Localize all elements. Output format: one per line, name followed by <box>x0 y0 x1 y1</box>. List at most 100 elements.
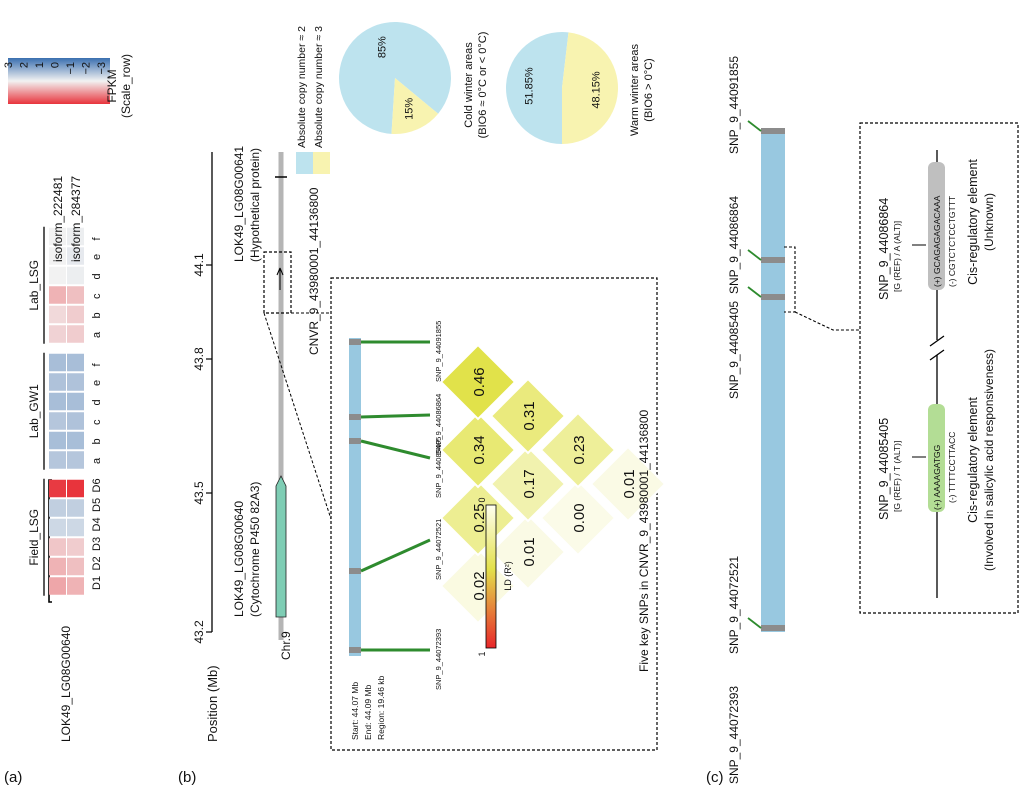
ld-cell <box>489 377 567 455</box>
c-snp-label: SNP_9_44085405 <box>727 301 741 399</box>
gene-641-id: LOK49_LG08G00641 <box>232 146 246 262</box>
gene-640-id: LOK49_LG08G00640 <box>232 501 246 617</box>
elem2-minus-seq: (-) CGTCTCTCCTGTTT <box>947 196 957 287</box>
ld-legend-bar-fill <box>485 504 497 649</box>
heatmap-cell <box>49 373 66 391</box>
fpkm-tick: −3 <box>96 62 108 75</box>
heatmap-cell <box>49 451 66 469</box>
panel-b-label: (b) <box>178 769 196 786</box>
heatmap-cell <box>49 557 66 576</box>
pie-slice <box>506 32 569 144</box>
heatmap-column-label: D2 <box>91 556 103 570</box>
heatmap-column-label: b <box>91 312 103 318</box>
fpkm-legend-subtitle: (Scale_row) <box>119 54 133 118</box>
elem1-plus-seq: (+) AAAAGATGG <box>932 445 942 510</box>
c-snp-label: SNP_9_44072521 <box>727 556 741 654</box>
heatmap-column-label: f <box>91 363 103 367</box>
gene-641-desc: (Hypothetical protein) <box>248 148 262 262</box>
elem2-title: Cis-regulatory element <box>966 159 980 285</box>
elem2-snp: SNP_9_44086864 <box>877 198 891 300</box>
dna-break-mark <box>929 335 945 361</box>
heatmap-group-label: Lab_LSG <box>27 260 41 311</box>
heatmap-column-label: D5 <box>91 498 103 512</box>
elem1-desc: (Involved in salicylic acid responsivene… <box>982 349 996 571</box>
panel-c-connector <box>784 246 860 331</box>
ld-value: 0.46 <box>471 367 488 396</box>
ld-snp-tick <box>349 414 361 420</box>
heatmap-cell <box>67 499 84 517</box>
heatmap-column-label: d <box>91 399 103 405</box>
ld-value: 0.00 <box>571 503 588 532</box>
zoom-box <box>263 251 292 314</box>
ld-cell <box>489 445 567 523</box>
isoform-label: isoform_284377 <box>69 176 83 262</box>
heatmap-column-label: f <box>91 237 103 241</box>
heatmap-group-label: Lab_GW1 <box>27 384 41 438</box>
ld-snp-label: SNP_9_44091855 <box>434 321 443 382</box>
cis-element-box <box>859 122 1019 614</box>
heatmap-cell <box>67 518 84 537</box>
c-snp-tick <box>761 294 785 300</box>
ld-snp-label: SNP_9_44085405 <box>434 437 443 498</box>
copy-2-label: Absolute copy number ≈ 2 <box>296 26 308 148</box>
copy-3-label: Absolute copy number ≈ 3 <box>313 26 325 148</box>
ld-cell <box>539 411 617 489</box>
heatmap-cell <box>67 325 84 343</box>
fpkm-tick: 2 <box>19 62 31 68</box>
heatmap-cell <box>49 518 66 537</box>
ld-value: 0.01 <box>521 537 538 566</box>
ld-value: 0.02 <box>471 571 488 600</box>
heatmap-cell <box>67 538 84 556</box>
heatmap-column-label: D1 <box>91 576 103 590</box>
heatmap-column-label: e <box>91 380 103 386</box>
c-snp-tick <box>761 128 785 134</box>
elem2-motif-box <box>928 162 945 290</box>
ld-legend-max: 1 <box>477 651 487 656</box>
ld-heatmap: 0.020.250.010.340.170.000.460.310.230.01 <box>439 343 667 625</box>
pie-slice-label: 85% <box>377 36 389 58</box>
ld-detail-box <box>330 277 658 751</box>
ld-snp-link <box>360 439 431 460</box>
heatmap-cell <box>67 451 84 469</box>
heatmap-cell <box>49 431 66 450</box>
elem1-motif-box <box>928 404 945 512</box>
position-axis-title: Position (Mb) <box>205 665 220 742</box>
heatmap-cell <box>67 286 84 304</box>
position-tick-label: 43.8 <box>192 347 206 371</box>
heatmap-cell <box>49 538 66 556</box>
heatmap-column-label: D4 <box>91 517 103 531</box>
ld-cell <box>439 343 517 421</box>
elem1-snp: SNP_9_44085405 <box>877 418 891 520</box>
c-snp-label: SNP_9_44086864 <box>727 196 741 294</box>
ld-snp-label: SNP_9_44072521 <box>434 519 443 580</box>
pie-warm-title: Warm winter areas <box>629 44 641 136</box>
pie-slice-label: 48.15% <box>591 71 603 109</box>
heatmap-cell <box>49 499 66 517</box>
elem2-desc: (Unknown) <box>982 193 996 251</box>
heatmap-cell <box>67 266 84 285</box>
fpkm-tick: 1 <box>34 62 46 68</box>
fpkm-tick: 3 <box>3 62 15 68</box>
heatmap-cell <box>49 266 66 285</box>
cnvr-bar-c <box>761 129 785 632</box>
heatmap-cell <box>67 353 84 372</box>
heatmap-cell <box>67 392 84 411</box>
c-snp-label: SNP_9_44072393 <box>727 686 741 784</box>
heatmap-cell <box>49 227 66 246</box>
chromosome-label: Chr.9 <box>279 631 293 660</box>
fpkm-tick: −1 <box>65 62 77 75</box>
gene-640-desc: (Cytochrome P450 82A3) <box>248 482 262 617</box>
ld-snp-link <box>360 538 431 573</box>
ld-legend-min: 0 <box>477 497 487 502</box>
heatmap-cell <box>49 479 66 498</box>
ld-cell <box>539 479 617 557</box>
pie-slice <box>339 22 452 134</box>
ld-value: 0.23 <box>571 435 588 464</box>
panel-b: 43.243.543.844.1 Position (Mb) Chr.9 LOK… <box>192 22 667 751</box>
isoform-label: isoform_222481 <box>51 176 65 262</box>
ld-cell <box>439 411 517 489</box>
ld-snp-tick <box>349 339 361 345</box>
ld-value: 0.25 <box>471 503 488 532</box>
pie-warm-subtitle: (BIO6 > 0°C) <box>643 58 655 121</box>
